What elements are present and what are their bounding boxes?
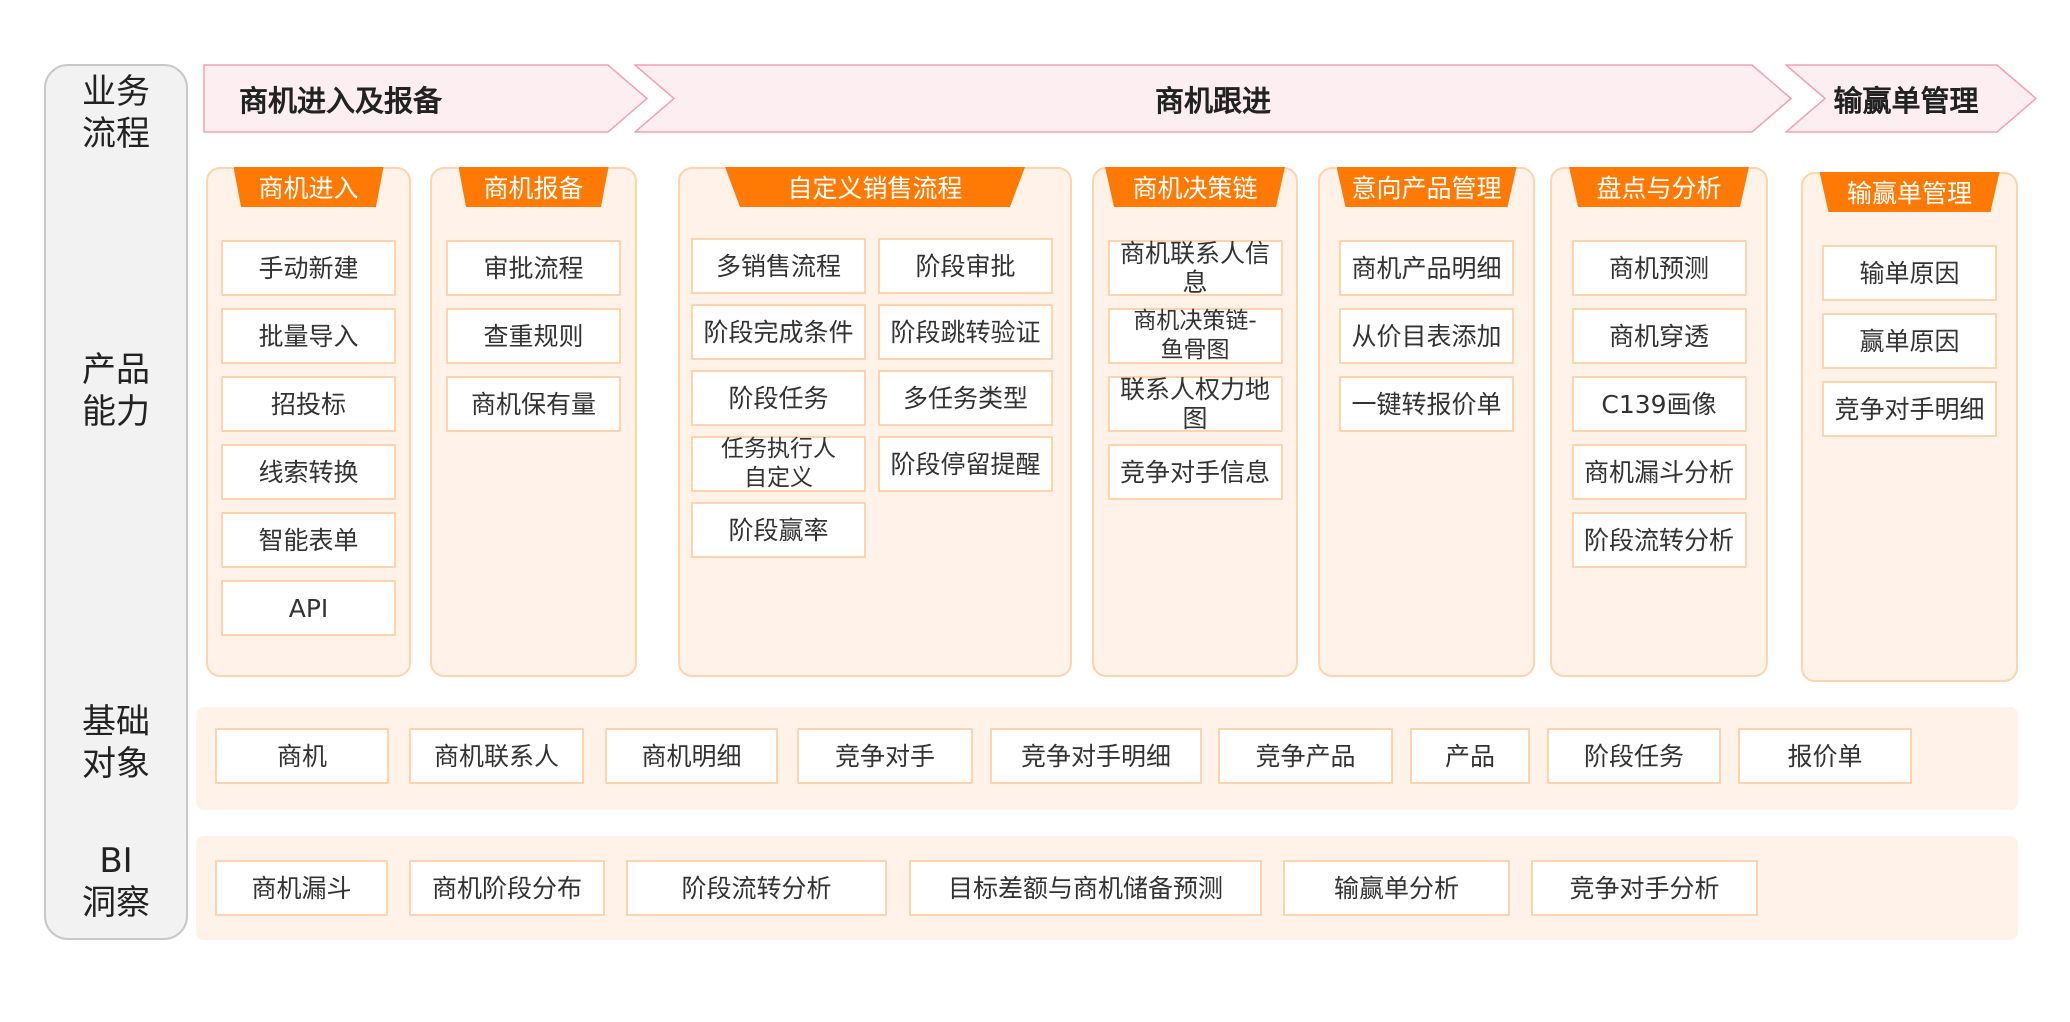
capability-item[interactable]: C139画像 (1571, 376, 1747, 432)
capability-item[interactable]: 联系人权力地图 (1107, 375, 1283, 433)
capability-item[interactable]: 阶段停留提醒 (878, 436, 1053, 492)
capability-item[interactable]: 竞争对手信息 (1107, 444, 1283, 500)
capability-group-title: 商机决策链 (1105, 167, 1285, 207)
row-label: 业务 流程 (82, 72, 150, 154)
capability-item[interactable]: 招投标 (221, 376, 396, 432)
capability-group-title: 自定义销售流程 (725, 167, 1025, 207)
capability-group-title: 商机进入 (233, 167, 384, 207)
process-stage-label: 商机跟进 (1154, 83, 1271, 118)
process-stage-arrow: 商机跟进 (634, 64, 1792, 133)
row-label-column (44, 64, 188, 940)
bi-insight-item[interactable]: 目标差额与商机储备预测 (909, 860, 1262, 916)
process-stage-label: 商机进入及报备 (239, 83, 443, 118)
row-label: 产品 能力 (82, 350, 150, 432)
capability-item[interactable]: 输单原因 (1822, 245, 1997, 301)
capability-item[interactable]: 商机产品明细 (1339, 240, 1514, 296)
base-object-item[interactable]: 竞争产品 (1218, 728, 1393, 784)
row-label: 基础 对象 (82, 702, 150, 784)
capability-item[interactable]: 商机穿透 (1571, 308, 1747, 364)
capability-item[interactable]: 阶段任务 (691, 370, 866, 426)
capability-item[interactable]: 阶段审批 (878, 238, 1053, 294)
base-object-item[interactable]: 阶段任务 (1547, 728, 1721, 784)
capability-item[interactable]: 商机联系人信息 (1107, 239, 1283, 297)
capability-item[interactable]: 多销售流程 (691, 238, 866, 294)
capability-item[interactable]: 多任务类型 (878, 370, 1053, 426)
capability-group-title: 输赢单管理 (1819, 172, 2000, 212)
capability-item[interactable]: 阶段赢率 (691, 502, 866, 558)
capability-group-title: 盘点与分析 (1569, 167, 1749, 207)
process-stage-arrow: 输赢单管理 (1785, 64, 2037, 133)
capability-item[interactable]: 线索转换 (221, 444, 396, 500)
capability-item[interactable]: 阶段跳转验证 (878, 304, 1053, 360)
capability-item[interactable]: API (221, 580, 396, 636)
bi-insight-item[interactable]: 竞争对手分析 (1531, 860, 1758, 916)
process-stage-label: 输赢单管理 (1833, 83, 1979, 118)
capability-item[interactable]: 商机预测 (1571, 240, 1747, 296)
process-stage-arrow: 商机进入及报备 (203, 64, 648, 133)
bi-insight-item[interactable]: 商机阶段分布 (409, 860, 605, 916)
base-object-item[interactable]: 商机 (215, 728, 389, 784)
capability-item[interactable]: 阶段流转分析 (1571, 512, 1747, 568)
capability-item[interactable]: 查重规则 (446, 308, 621, 364)
bi-insight-item[interactable]: 商机漏斗 (215, 860, 388, 916)
capability-group-title: 意向产品管理 (1336, 167, 1517, 207)
capability-item[interactable]: 手动新建 (221, 240, 396, 296)
capability-item[interactable]: 竞争对手明细 (1822, 381, 1997, 437)
base-object-item[interactable]: 商机明细 (605, 728, 778, 784)
base-object-item[interactable]: 竞争对手 (797, 728, 973, 784)
capability-item[interactable]: 赢单原因 (1822, 313, 1997, 369)
capability-item[interactable]: 阶段完成条件 (691, 304, 866, 360)
capability-group-title: 商机报备 (458, 167, 609, 207)
bi-insight-item[interactable]: 阶段流转分析 (626, 860, 887, 916)
capability-item[interactable]: 一键转报价单 (1339, 376, 1514, 432)
base-object-item[interactable]: 商机联系人 (409, 728, 584, 784)
capability-item[interactable]: 智能表单 (221, 512, 396, 568)
capability-item[interactable]: 任务执行人 自定义 (691, 436, 866, 492)
bi-insight-item[interactable]: 输赢单分析 (1283, 860, 1510, 916)
capability-item[interactable]: 商机保有量 (446, 376, 621, 432)
base-object-item[interactable]: 竞争对手明细 (990, 728, 1202, 784)
base-object-item[interactable]: 报价单 (1738, 728, 1912, 784)
base-object-item[interactable]: 产品 (1410, 728, 1530, 784)
capability-item[interactable]: 商机漏斗分析 (1571, 444, 1747, 500)
capability-item[interactable]: 从价目表添加 (1339, 308, 1514, 364)
row-label: BI 洞察 (82, 841, 150, 923)
capability-item[interactable]: 批量导入 (221, 308, 396, 364)
capability-item[interactable]: 商机决策链- 鱼骨图 (1107, 308, 1283, 364)
capability-item[interactable]: 审批流程 (446, 240, 621, 296)
